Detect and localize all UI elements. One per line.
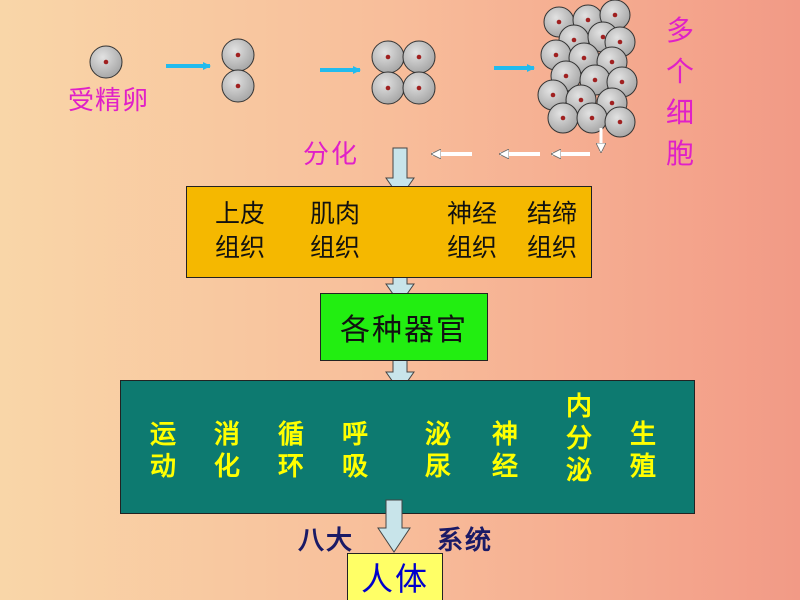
cluster-cell-nucleus	[600, 34, 606, 40]
cluster-cell-nucleus	[609, 59, 615, 65]
system-nervous: 神经	[491, 420, 518, 482]
cluster-cell-nucleus	[560, 115, 566, 121]
cluster-cell-nucleus	[578, 97, 584, 103]
system-urinary: 泌尿	[424, 420, 451, 482]
cluster-cell-nucleus	[556, 19, 562, 25]
cluster-cell-nucleus	[612, 12, 618, 18]
tissues-box: 上皮 组织 肌肉 组织 神经 组织 结缔 组织	[186, 186, 592, 278]
cluster-cell-nucleus	[553, 52, 559, 58]
cluster-cell-nucleus	[592, 77, 598, 83]
zygote-label: 受精卵	[68, 86, 150, 116]
systems-box: 运动 消化 循环 呼吸 泌尿 神经 内分泌 生殖	[120, 380, 695, 514]
system-motor: 运动	[149, 420, 176, 482]
cluster-cell-nucleus	[550, 92, 556, 98]
tissue-connective: 结缔 组织	[526, 199, 577, 262]
cluster-cell-nucleus	[609, 100, 615, 106]
system-endocrine: 内分泌	[565, 392, 592, 486]
system-circulatory: 循环	[277, 420, 304, 482]
tissue-epithelial: 上皮 组织	[214, 199, 265, 262]
human-body-box: 人体	[347, 553, 443, 600]
cluster-cell-nucleus	[619, 79, 625, 85]
cluster-cell-nucleus	[617, 39, 623, 45]
systems-label: 系统	[437, 526, 494, 556]
system-respiratory: 呼吸	[341, 420, 368, 482]
cluster-cell-nucleus	[617, 119, 623, 125]
cluster-cell-nucleus	[581, 55, 587, 61]
tissue-muscle: 肌肉 组织	[309, 199, 360, 262]
differentiation-label: 分化	[303, 140, 360, 170]
cluster-cell-nucleus	[571, 37, 577, 43]
eight-major-label: 八大	[298, 526, 355, 556]
organs-box: 各种器官	[320, 293, 488, 361]
tissue-nerve: 神经 组织	[446, 199, 497, 262]
system-digestive: 消化	[213, 420, 240, 482]
multi-cell-cluster	[537, 0, 638, 138]
four-cell-stage	[371, 40, 436, 105]
cluster-cell-nucleus	[585, 17, 591, 23]
cluster-cell-nucleus	[589, 115, 595, 121]
two-cell-stage	[221, 38, 255, 103]
cluster-cell-nucleus	[563, 73, 569, 79]
zygote-cell	[89, 45, 123, 79]
system-reproductive: 生殖	[629, 420, 656, 482]
many-cells-label: 多个细胞	[665, 14, 694, 170]
